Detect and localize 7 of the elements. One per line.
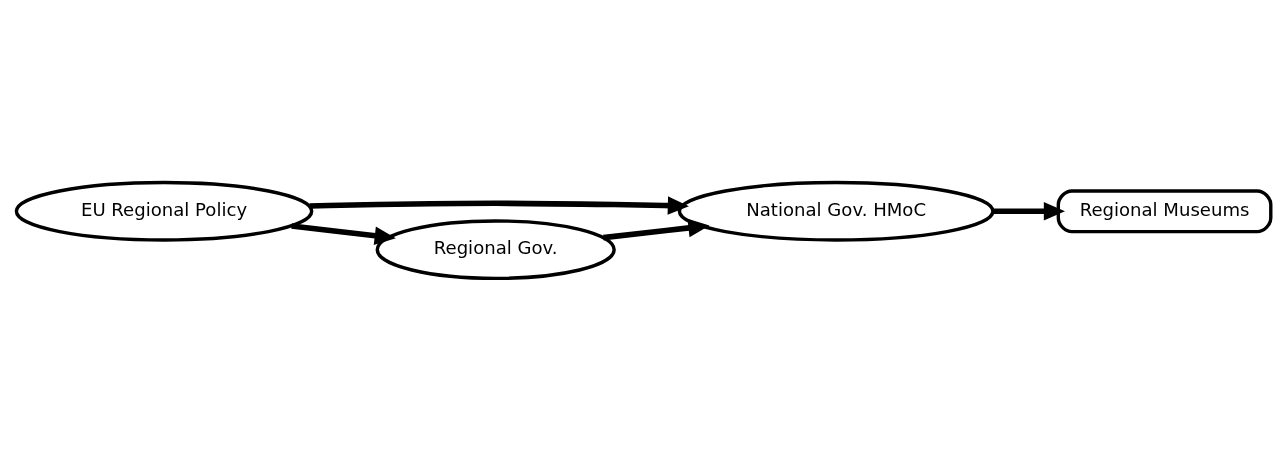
arrow [291,222,396,245]
arrow [309,195,689,215]
node-ellipse: EU Regional Policy [14,180,314,242]
arrow [603,218,710,240]
arrow [993,201,1065,221]
node-ellipse: National Gov. HMoC [677,180,995,242]
node-box: Regional Museums [1056,188,1273,233]
